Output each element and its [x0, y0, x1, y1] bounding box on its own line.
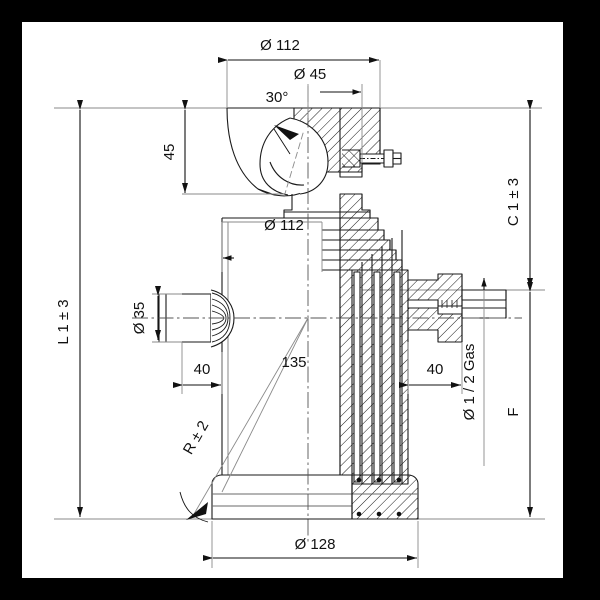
dim-C-label: C 1 ± 3 — [505, 178, 522, 226]
technical-drawing-canvas: Ø 112 Ø 45 30° 45 L 1 ± 3 C 1 ± 3 F Ø 11… — [54, 37, 545, 568]
dim-base-128-geometry — [203, 521, 419, 568]
grease-nipple — [342, 149, 402, 168]
dim-barrel-112-label: Ø 112 — [264, 217, 304, 234]
dim-angle-30-label: 30° — [266, 89, 289, 106]
dim-F-label: F — [505, 407, 522, 416]
dim-head-45-label: 45 — [161, 144, 178, 161]
dim-top-45-geometry — [307, 84, 363, 162]
dim-barrel-112-geometry — [221, 221, 323, 272]
dim-base-128-label: Ø 128 — [295, 536, 336, 553]
drawing-sheet: Ø 112 Ø 45 30° 45 L 1 ± 3 C 1 ± 3 F Ø 11… — [22, 22, 563, 578]
cylinder-head-assembly — [226, 107, 402, 219]
dim-angle-30-geometry — [273, 125, 305, 198]
dim-r2-label: R ± 2 — [180, 418, 213, 457]
left-port — [158, 289, 235, 348]
cylinder-base — [211, 474, 419, 520]
dim-L-label: L 1 ± 3 — [55, 299, 72, 344]
dim-head-45-geometry — [182, 100, 284, 195]
dim-135-label: 135 — [281, 354, 306, 371]
main-barrel — [221, 217, 409, 485]
dim-top-112-geometry — [218, 57, 381, 108]
dim-port-35-geometry — [152, 286, 182, 343]
dim-left-40-geometry — [173, 342, 223, 394]
right-port-gas-thread — [407, 273, 507, 343]
dim-r2-geometry — [179, 317, 309, 523]
centre-lines — [132, 86, 522, 542]
dim-135-geometry — [221, 317, 309, 493]
dim-top-45-label: Ø 45 — [294, 66, 327, 83]
dim-gas-label: Ø 1 / 2 Gas — [461, 344, 478, 421]
dim-right-40-geometry — [399, 342, 463, 394]
dim-port-35-label: Ø 35 — [131, 302, 148, 335]
dim-left-40-label: 40 — [194, 361, 211, 378]
dim-right-40-label: 40 — [427, 361, 444, 378]
dim-top-112-label: Ø 112 — [260, 37, 300, 54]
